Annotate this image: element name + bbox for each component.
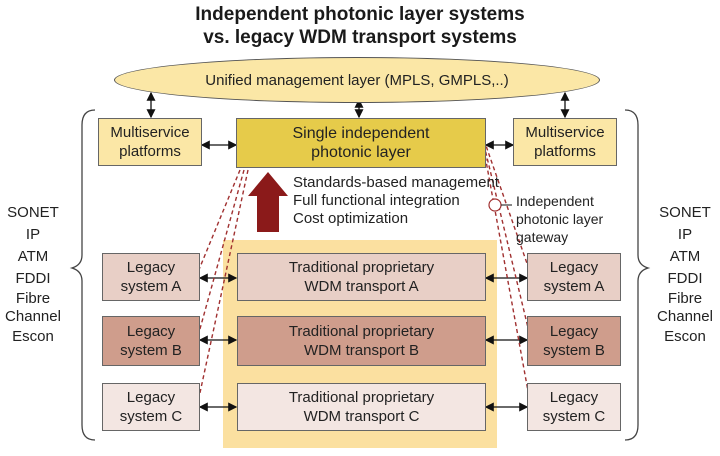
title-line-2: vs. legacy WDM transport systems: [203, 27, 517, 48]
ms-left-line2: platforms: [119, 143, 181, 160]
ms-right-line2: platforms: [534, 143, 596, 160]
benefit-item: Cost optimization: [293, 210, 409, 227]
protocol-label: IP: [677, 226, 693, 243]
protocol-label: Escon: [12, 328, 54, 345]
protocols-right: SONET IP ATM FDDI Fibre Channel Escon: [650, 202, 720, 348]
gateway-line2: photonic layer: [516, 211, 604, 227]
protocol-label: Channel: [657, 308, 713, 325]
legacy-line1: Legacy: [126, 389, 176, 406]
protocol-label: Channel: [5, 308, 61, 325]
legacy-line1: Legacy: [549, 389, 599, 406]
protocol-label: IP: [25, 226, 41, 243]
legacy-system-a-left: Legacy system A: [102, 253, 200, 301]
benefit-item: Full functional integration: [293, 192, 460, 209]
wdm-line2: WDM transport B: [303, 342, 420, 359]
wdm-line1: Traditional proprietary: [288, 259, 435, 276]
title-line-1: Independent photonic layer systems: [195, 4, 525, 25]
protocol-label: SONET: [7, 204, 59, 221]
legacy-line2: system C: [542, 408, 606, 425]
legacy-line2: system B: [543, 342, 605, 359]
gateway-line3: gateway: [516, 229, 569, 245]
gateway-line1: Independent: [516, 193, 594, 209]
protocol-label: Fibre: [15, 290, 51, 307]
right-brace: [624, 109, 651, 441]
legacy-system-c-left: Legacy system C: [102, 383, 200, 431]
legacy-line1: Legacy: [549, 323, 599, 340]
legacy-system-b-right: Legacy system B: [527, 316, 621, 366]
photonic-line1: Single independent: [292, 125, 430, 142]
legacy-line2: system C: [119, 408, 183, 425]
protocol-label: Fibre: [667, 290, 703, 307]
single-independent-photonic-layer: Single independent photonic layer: [236, 118, 486, 168]
management-layer-label: Unified management layer (MPLS, GMPLS,..…: [205, 71, 509, 89]
wdm-line2: WDM transport A: [304, 278, 419, 295]
gateway-label: Independent photonic layer gateway: [516, 192, 603, 246]
protocol-label: ATM: [17, 248, 49, 265]
protocol-label: FDDI: [667, 270, 703, 287]
protocol-label: SONET: [659, 204, 711, 221]
protocols-left: SONET IP ATM FDDI Fibre Channel Escon: [0, 202, 66, 348]
ms-left-line1: Multiservice: [110, 124, 190, 141]
protocol-label: ATM: [669, 248, 701, 265]
protocol-label: FDDI: [15, 270, 51, 287]
benefits-list: Standards-based management Full function…: [293, 174, 499, 228]
legacy-line2: system A: [120, 278, 182, 295]
legacy-system-c-right: Legacy system C: [527, 383, 621, 431]
legacy-line2: system B: [120, 342, 182, 359]
ms-right-line1: Multiservice: [525, 124, 605, 141]
legacy-line1: Legacy: [549, 259, 599, 276]
unified-management-layer: Unified management layer (MPLS, GMPLS,..…: [114, 57, 600, 103]
legacy-system-a-right: Legacy system A: [527, 253, 621, 301]
legacy-line1: Legacy: [126, 259, 176, 276]
legacy-line2: system A: [543, 278, 605, 295]
legacy-line1: Legacy: [126, 323, 176, 340]
photonic-line2: photonic layer: [311, 144, 411, 161]
benefit-item: Standards-based management: [293, 174, 499, 191]
wdm-line1: Traditional proprietary: [288, 323, 435, 340]
multiservice-platforms-left: Multiservice platforms: [98, 118, 202, 166]
protocol-label: Escon: [664, 328, 706, 345]
legacy-system-b-left: Legacy system B: [102, 316, 200, 366]
wdm-line1: Traditional proprietary: [288, 389, 435, 406]
multiservice-platforms-right: Multiservice platforms: [513, 118, 617, 166]
wdm-line2: WDM transport C: [303, 408, 420, 425]
left-brace: [69, 109, 96, 441]
upward-red-arrow: [248, 172, 288, 232]
